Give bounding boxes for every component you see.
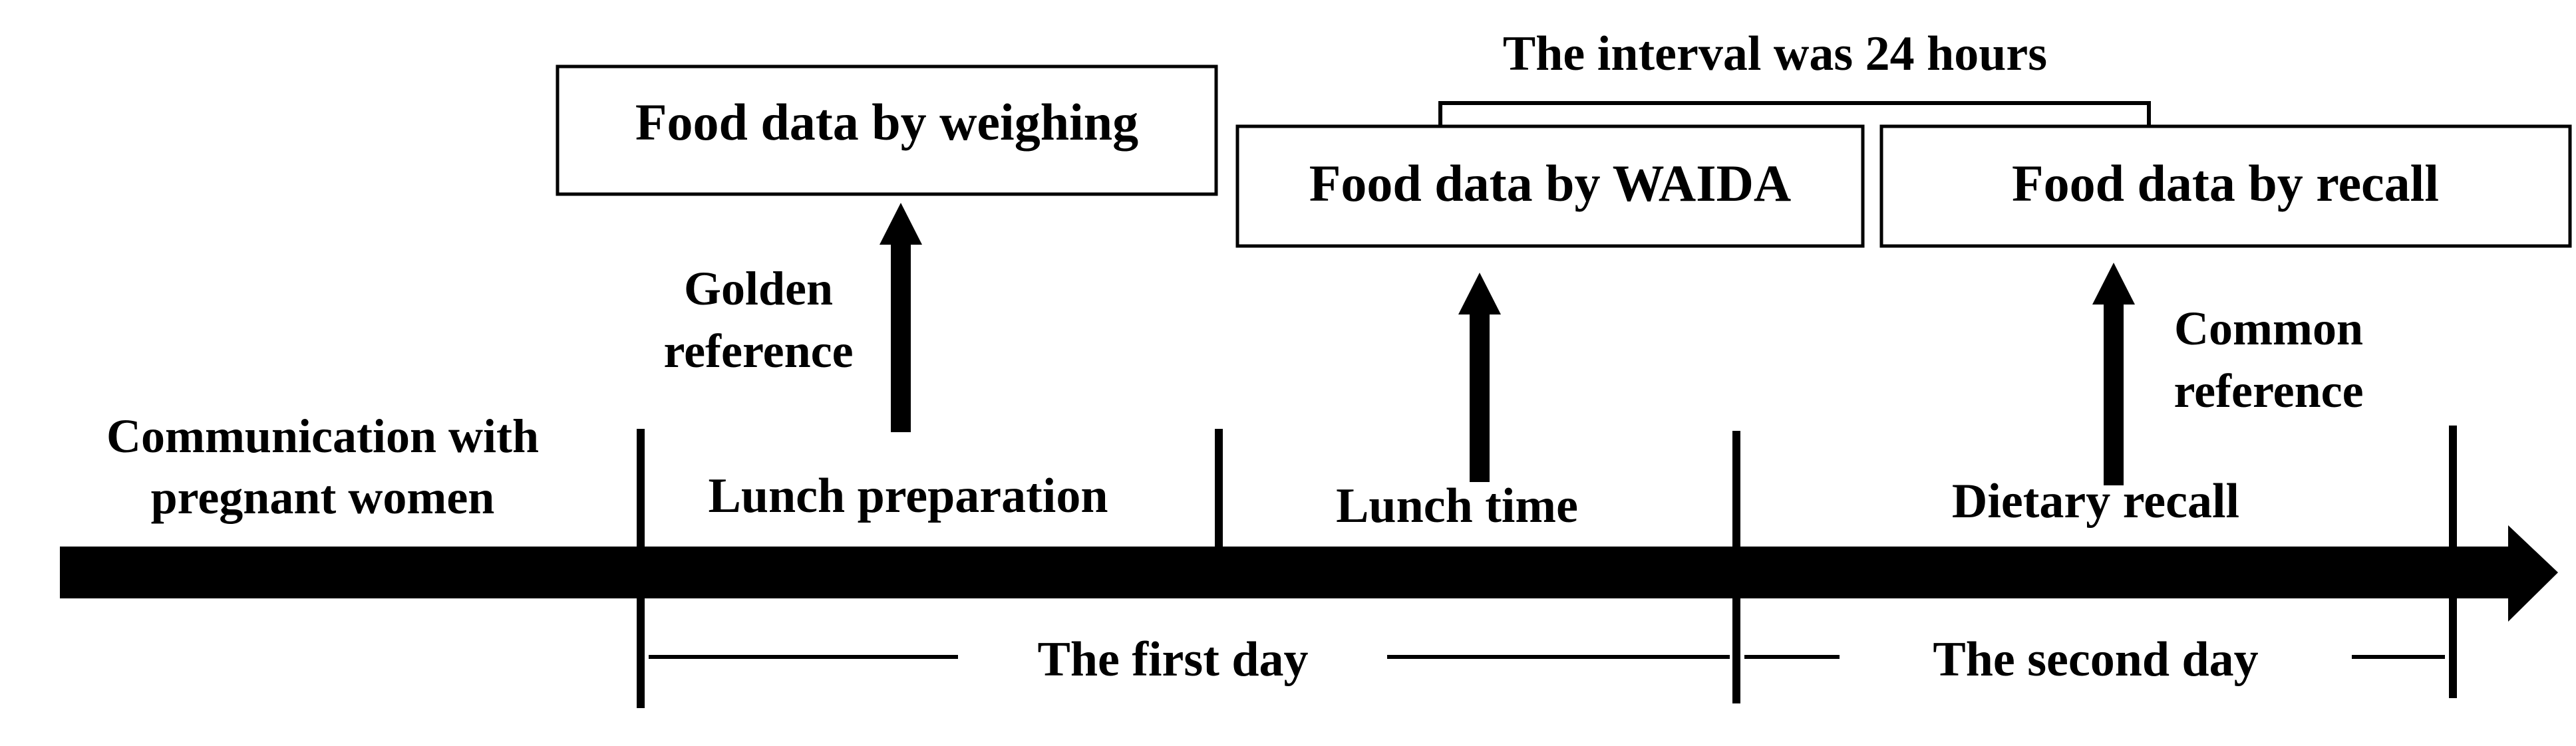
first-day-label: The first day: [1038, 632, 1309, 687]
lunch-preparation-label: Lunch preparation: [708, 469, 1108, 523]
arrow-weighing: [880, 203, 922, 432]
lunch-time-label: Lunch time: [1336, 479, 1578, 533]
dietary-recall-label: Dietary recall: [1952, 474, 2239, 529]
box-waida-frame: [1235, 124, 1865, 248]
timeline-arrow-shaft: [60, 547, 2515, 598]
box-recall-frame: [1879, 124, 2572, 248]
arrow-weighing-head: [880, 203, 922, 245]
timeline-arrow-head: [2508, 525, 2558, 622]
box-food-data-by-recall: Food data by recall: [1879, 124, 2572, 248]
timeline-arrow: [60, 525, 2558, 622]
arrow-waida: [1458, 273, 1501, 482]
arrow-waida-head: [1458, 273, 1501, 314]
arrow-recall: [2092, 263, 2135, 485]
golden-reference-label-line1: Golden: [684, 262, 833, 315]
second-day-label: The second day: [1933, 632, 2258, 687]
arrow-waida-shaft: [1470, 312, 1490, 482]
box-weighing-label: Food data by weighing: [635, 93, 1138, 151]
box-weighing-frame: [556, 64, 1218, 196]
communication-label-line2: pregnant women: [151, 471, 495, 524]
golden-reference-label-line2: reference: [663, 324, 853, 378]
box-food-data-by-waida: Food data by WAIDA: [1235, 124, 1865, 248]
common-reference-label-line2: reference: [2174, 364, 2363, 418]
common-reference-label-line1: Common: [2174, 302, 2363, 355]
communication-label-line1: Communication with: [106, 410, 539, 463]
interval-bracket: [1438, 101, 2151, 125]
arrow-recall-head: [2092, 263, 2135, 305]
interval-label: The interval was 24 hours: [1503, 27, 2047, 81]
box-waida-label: Food data by WAIDA: [1309, 154, 1792, 212]
box-recall-label: Food data by recall: [2012, 154, 2439, 212]
box-food-data-by-weighing: Food data by weighing: [556, 64, 1218, 196]
arrow-weighing-shaft: [891, 243, 911, 432]
arrow-recall-shaft: [2104, 303, 2124, 485]
